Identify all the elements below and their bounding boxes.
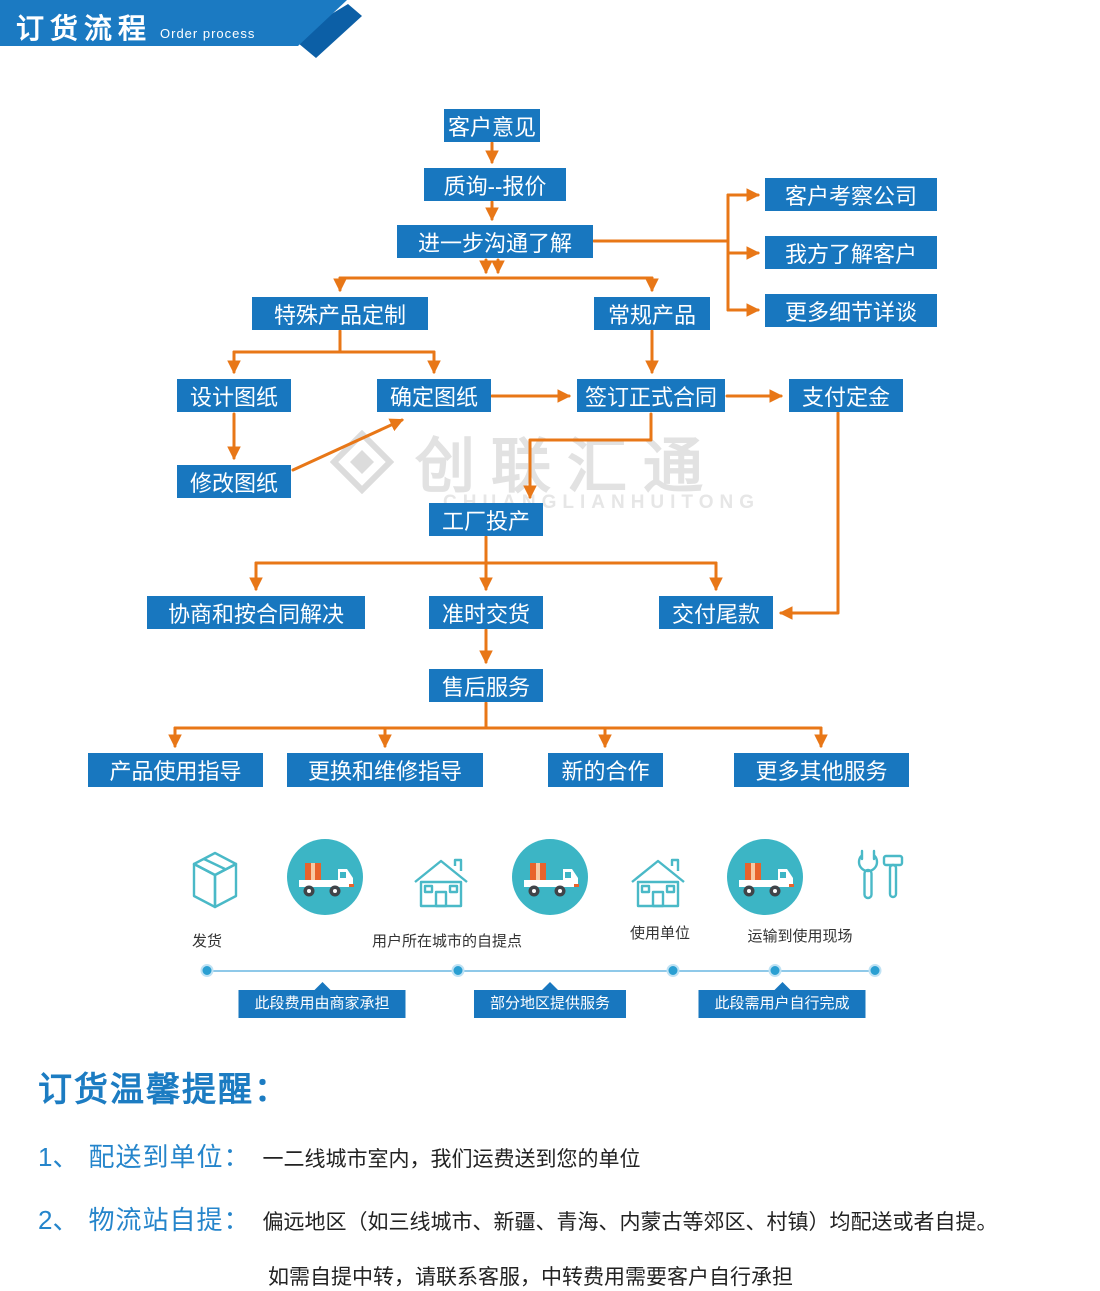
flow-node-more-services: 更多其他服务 bbox=[734, 753, 909, 787]
note-heading: 物流站自提： bbox=[88, 1205, 251, 1235]
stage-label-user-unit: 使用单位 bbox=[629, 925, 691, 942]
note-item-pickup: 2、 物流站自提： 偏远地区（如三线城市、新疆、青海、内蒙古等郊区、村镇）均配送… bbox=[38, 1200, 1100, 1237]
delivery-truck-icon bbox=[286, 838, 364, 921]
flow-node-pay-deposit: 支付定金 bbox=[789, 379, 903, 412]
note-text: 一二线城市室内，我们运费送到您的单位 bbox=[262, 1148, 641, 1171]
segment-tag-partial-service: 部分地区提供服务 bbox=[473, 982, 627, 1018]
flow-node-new-cooperation: 新的合作 bbox=[548, 753, 663, 787]
segment-tag-user-completes: 此段需用户自行完成 bbox=[698, 982, 866, 1018]
flow-node-customer-opinion: 客户意见 bbox=[444, 109, 540, 142]
shipping-section: 发货 用户所在城市的自提点 使用单位 运输到使用现场 此段费用由商家承担 部分地… bbox=[0, 818, 1100, 1048]
timeline-dot bbox=[200, 964, 214, 977]
delivery-truck-icon bbox=[511, 838, 589, 921]
page-title: 订货流程 bbox=[16, 13, 153, 44]
page-header: 订货流程 Order process bbox=[0, 0, 1100, 58]
flow-node-repair-guide: 更换和维修指导 bbox=[287, 753, 483, 787]
flow-node-custom-product: 特殊产品定制 bbox=[252, 297, 428, 330]
flow-node-modify-drawing: 修改图纸 bbox=[177, 465, 291, 498]
segment-tag-merchant-pays: 此段费用由商家承担 bbox=[238, 982, 406, 1018]
tools-icon bbox=[848, 848, 910, 913]
banner-ribbon-shape bbox=[0, 0, 362, 58]
note-text: 偏远地区（如三线城市、新疆、青海、内蒙古等郊区、村镇）均配送或者自提。 bbox=[262, 1211, 998, 1234]
flow-node-further-communication: 进一步沟通了解 bbox=[397, 225, 593, 258]
order-flowchart: 创联汇通 CHUANGLIANHUITONG bbox=[0, 58, 1100, 818]
notes-title: 订货温馨提醒： bbox=[38, 1071, 290, 1109]
flow-node-confirm-drawing: 确定图纸 bbox=[377, 379, 491, 412]
flow-node-after-sales-service: 售后服务 bbox=[429, 669, 543, 702]
flow-node-inquiry-quote: 质询--报价 bbox=[424, 168, 566, 201]
notes-section: 订货温馨提醒： 1、 配送到单位： 一二线城市室内，我们运费送到您的单位 2、 … bbox=[0, 1048, 1100, 1291]
flow-node-negotiate-per-contract: 协商和按合同解决 bbox=[147, 596, 365, 629]
note-index: 1、 bbox=[38, 1142, 79, 1172]
company-logo-icon bbox=[330, 430, 394, 494]
stage-label-shipment: 发货 bbox=[191, 933, 223, 950]
delivery-truck-icon bbox=[726, 838, 804, 921]
package-box-icon bbox=[182, 848, 248, 917]
flow-node-pay-balance: 交付尾款 bbox=[659, 596, 773, 629]
note-footnote: 如需自提中转，请联系客服，中转费用需要客户自行承担 bbox=[268, 1266, 793, 1289]
timeline-line bbox=[207, 970, 875, 972]
flow-node-understand-customer: 我方了解客户 bbox=[765, 236, 937, 269]
house-icon bbox=[410, 854, 472, 917]
flow-node-more-details: 更多细节详谈 bbox=[765, 294, 937, 327]
flow-node-on-time-delivery: 准时交货 bbox=[429, 596, 543, 629]
note-heading: 配送到单位： bbox=[88, 1142, 251, 1172]
house-icon bbox=[627, 854, 689, 917]
stage-label-transport-site: 运输到使用现场 bbox=[747, 928, 853, 945]
timeline-dot bbox=[666, 964, 680, 977]
timeline-dot bbox=[451, 964, 465, 977]
page-subtitle: Order process bbox=[160, 26, 256, 41]
flow-node-regular-product: 常规产品 bbox=[594, 297, 710, 330]
flow-node-factory-production: 工厂投产 bbox=[429, 503, 543, 536]
flow-node-sign-contract: 签订正式合同 bbox=[577, 379, 725, 412]
note-item-delivery: 1、 配送到单位： 一二线城市室内，我们运费送到您的单位 bbox=[38, 1137, 1100, 1174]
timeline-dot bbox=[768, 964, 782, 977]
flow-node-usage-guide: 产品使用指导 bbox=[88, 753, 263, 787]
stage-label-pickup-point: 用户所在城市的自提点 bbox=[371, 933, 523, 950]
flow-node-design-drawing: 设计图纸 bbox=[177, 379, 291, 412]
timeline-dot bbox=[868, 964, 882, 977]
note-index: 2、 bbox=[38, 1205, 79, 1235]
flow-node-customer-visit-company: 客户考察公司 bbox=[765, 178, 937, 211]
